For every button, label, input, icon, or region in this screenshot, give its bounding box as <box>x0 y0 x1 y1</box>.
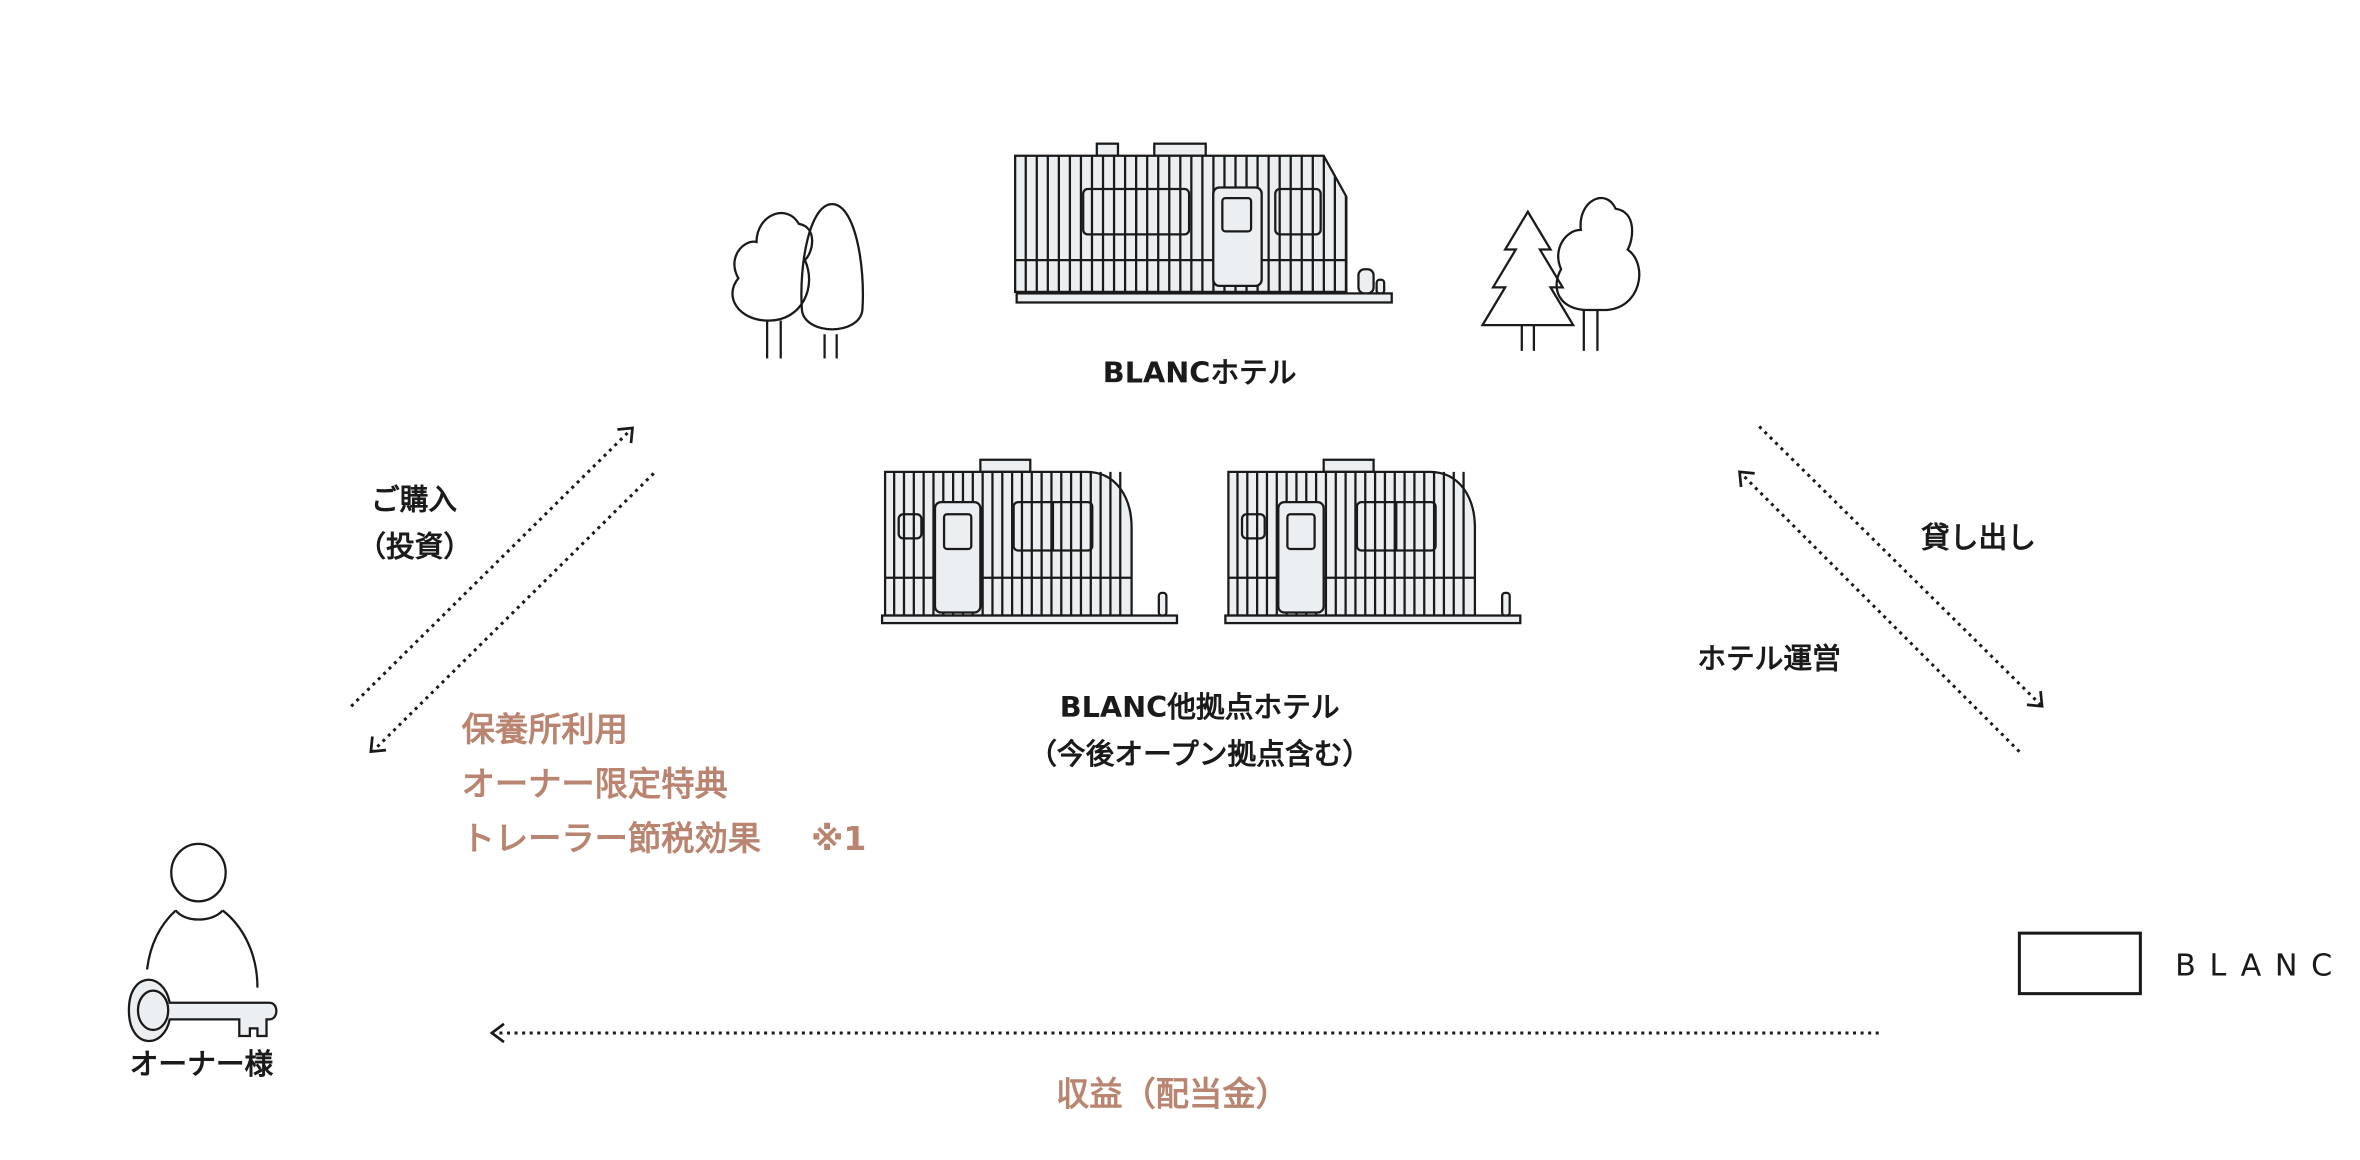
trailer-icon <box>1224 458 1522 625</box>
other-hotels-note: （今後オープン拠点含む） <box>1028 737 1371 771</box>
purchase-arrow <box>350 426 635 708</box>
benefit-resort-use: 保養所利用 <box>462 710 628 749</box>
main-hotel-label: BLANCホテル <box>1103 356 1297 390</box>
benefit-arrow <box>369 472 655 754</box>
footnote-mark: ※1 <box>811 819 866 858</box>
trees-left-icon <box>731 203 865 359</box>
revenue-arrow <box>489 1022 1879 1044</box>
lending-label: 貸し出し <box>1921 520 2036 554</box>
benefit-tax: トレーラー節税効果 <box>462 819 762 858</box>
blanc-logo: BLANC <box>2017 931 2346 996</box>
owner-label: オーナー様 <box>130 1047 274 1081</box>
investment-label: （投資） <box>357 530 472 564</box>
operation-arrow <box>1738 470 2021 753</box>
revenue-label: 収益（配当金） <box>1056 1075 1289 1114</box>
main-trailer-icon <box>1014 142 1393 304</box>
lending-arrow <box>1758 425 2044 708</box>
benefit-owner-perks: オーナー限定特典 <box>462 765 728 804</box>
purchase-label: ご購入 <box>371 483 457 517</box>
owner-with-key-icon <box>127 842 278 1043</box>
logo-text: BLANC <box>2175 948 2346 983</box>
trees-right-icon <box>1480 197 1641 351</box>
other-hotels-label: BLANC他拠点ホテル <box>1060 690 1340 724</box>
trailer-icon <box>880 458 1179 625</box>
operation-label: ホテル運営 <box>1697 641 1841 675</box>
